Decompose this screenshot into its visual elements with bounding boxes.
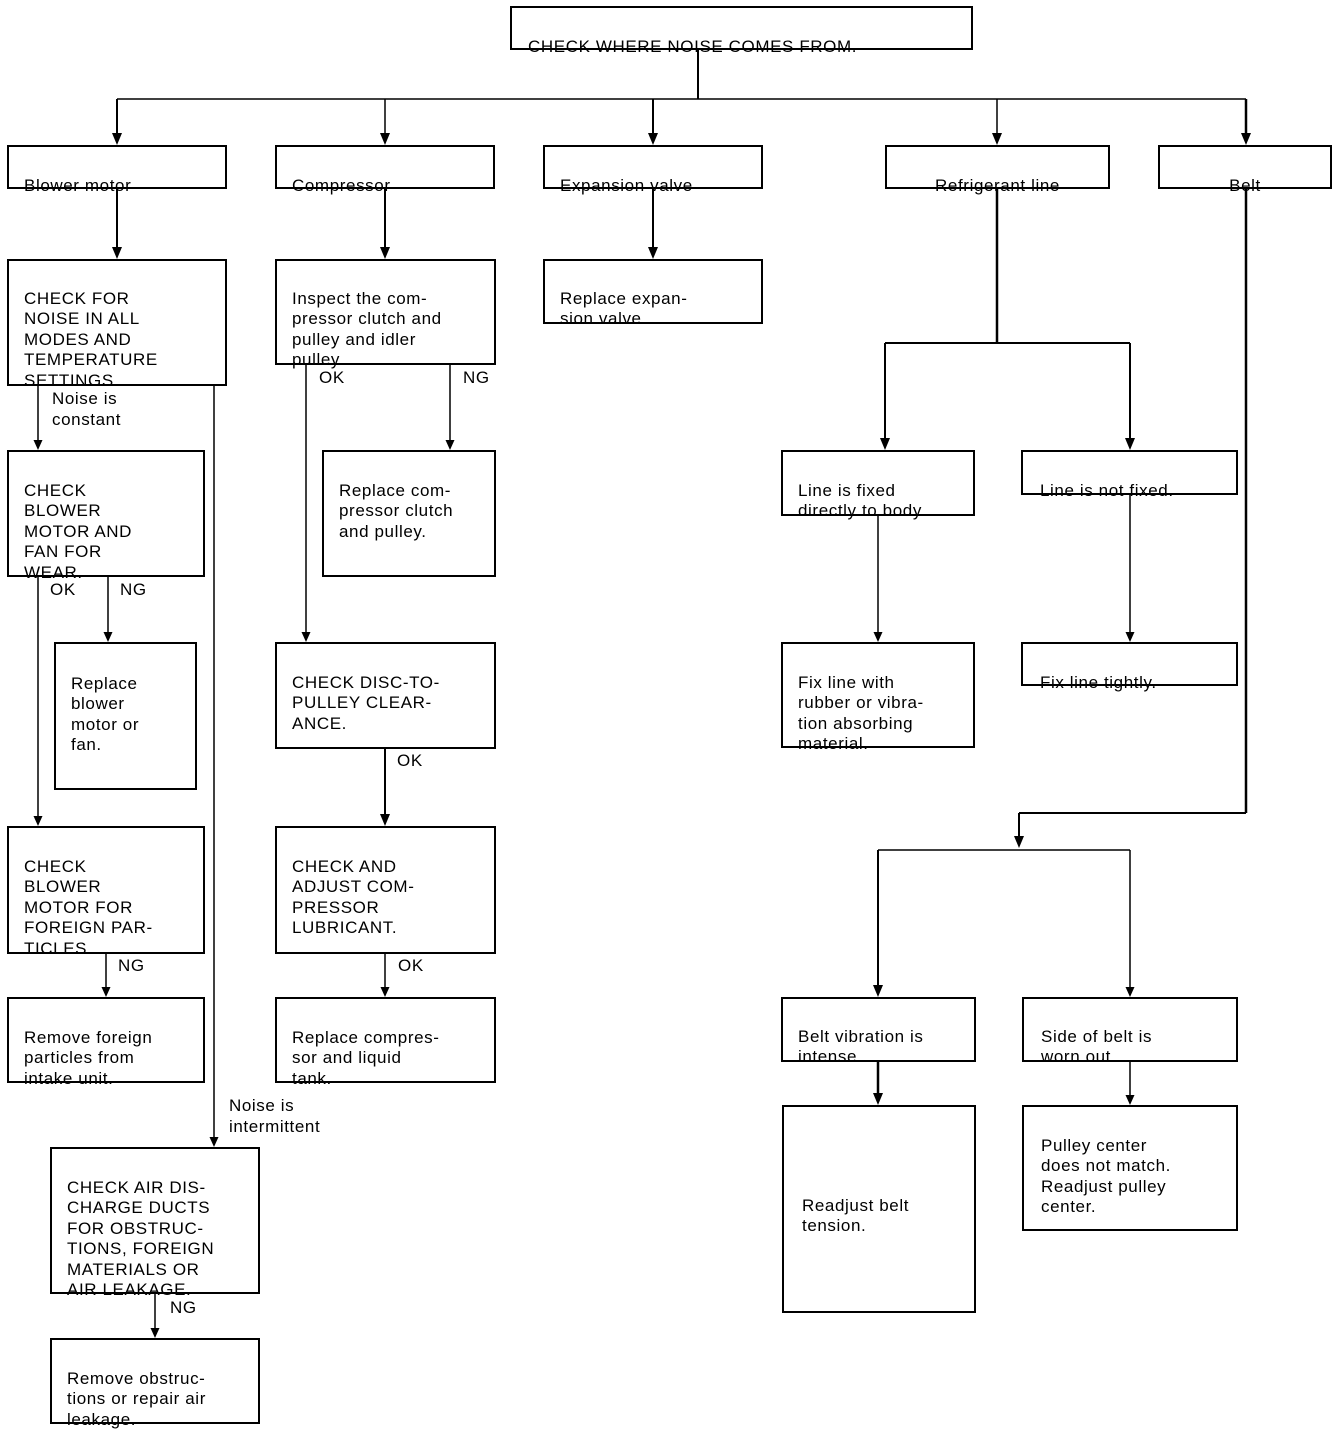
remove-obstructions-box: Remove obstruc- tions or repair air leak… — [50, 1338, 260, 1429]
fix-tightly-text: Fix line tightly. — [1040, 672, 1157, 692]
source-compressor: Compressor — [275, 145, 495, 195]
readjust-tension-box: Readjust belt tension. — [782, 1105, 976, 1313]
wear-ng-label: NG — [120, 580, 147, 599]
belt-worn-text: Side of belt is worn out. — [1041, 1026, 1153, 1067]
remove-particles-text: Remove foreign particles from intake uni… — [24, 1027, 153, 1088]
remove-particles-box: Remove foreign particles from intake uni… — [7, 997, 205, 1088]
fix-tightly-box: Fix line tightly. — [1021, 642, 1238, 692]
pulley-center-box: Pulley center does not match. Readjust p… — [1022, 1105, 1238, 1231]
arrowhead — [880, 438, 890, 450]
fix-rubber-text: Fix line with rubber or vibra- tion abso… — [798, 672, 924, 754]
inspect-clutch-text: Inspect the com- pressor clutch and pull… — [292, 288, 442, 370]
arrowhead — [1014, 836, 1024, 848]
arrowhead — [150, 1328, 160, 1338]
readjust-tension-text: Readjust belt tension. — [802, 1195, 910, 1236]
noise-intermittent-label: Noise is intermittent — [229, 1096, 321, 1136]
replace-motor-text: Replace blower motor or fan. — [71, 673, 140, 755]
arrowhead — [873, 985, 883, 997]
replace-clutch-box: Replace com- pressor clutch and pulley. — [322, 450, 496, 577]
replace-motor-box: Replace blower motor or fan. — [54, 642, 197, 790]
check-particles-box: CHECK BLOWER MOTOR FOR FOREIGN PAR- TICL… — [7, 826, 205, 958]
source-blower-motor: Blower motor — [7, 145, 227, 195]
arrowhead — [112, 133, 122, 145]
particles-ng-label: NG — [118, 956, 145, 975]
arrowhead — [380, 814, 390, 826]
line-fixed-box: Line is fixed directly to body. — [781, 450, 975, 520]
source-refrigerant-line: Refrigerant line — [885, 145, 1110, 195]
replace-valve-text: Replace expan- sion valve. — [560, 288, 688, 329]
arrowhead — [1125, 1095, 1135, 1105]
source-belt-label: Belt — [1229, 175, 1261, 195]
line-not-fixed-text: Line is not fixed. — [1040, 480, 1174, 500]
ducts-ng-label: NG — [170, 1298, 197, 1317]
arrowhead — [648, 133, 658, 145]
source-expansion-valve-label: Expansion valve — [560, 175, 693, 195]
check-clearance-box: CHECK DISC-TO- PULLEY CLEAR- ANCE. — [275, 642, 496, 749]
wear-ok-label: OK — [50, 580, 76, 599]
check-particles-text: CHECK BLOWER MOTOR FOR FOREIGN PAR- TICL… — [24, 856, 153, 958]
line-not-fixed-box: Line is not fixed. — [1021, 450, 1238, 500]
arrowhead — [873, 632, 883, 642]
title-box: CHECK WHERE NOISE COMES FROM. — [510, 6, 973, 56]
lubricant-ok-label: OK — [398, 956, 424, 975]
arrowhead — [112, 247, 122, 259]
arrowhead — [445, 440, 455, 450]
line-fixed-text: Line is fixed directly to body. — [798, 480, 926, 521]
check-lubricant-text: CHECK AND ADJUST COM- PRESSOR LUBRICANT. — [292, 856, 415, 938]
arrowhead — [1125, 987, 1135, 997]
belt-vibration-box: Belt vibration is intense. — [781, 997, 976, 1066]
arrowhead — [1125, 438, 1135, 450]
arrowhead — [301, 632, 311, 642]
check-lubricant-box: CHECK AND ADJUST COM- PRESSOR LUBRICANT. — [275, 826, 496, 954]
check-noise-box: CHECK FOR NOISE IN ALL MODES AND TEMPERA… — [7, 259, 227, 390]
belt-vibration-text: Belt vibration is intense. — [798, 1026, 924, 1067]
clearance-ok-label: OK — [397, 751, 423, 770]
belt-worn-box: Side of belt is worn out. — [1022, 997, 1238, 1066]
arrowhead — [873, 1093, 883, 1105]
source-belt: Belt — [1158, 145, 1332, 195]
replace-clutch-text: Replace com- pressor clutch and pulley. — [339, 480, 454, 541]
arrowhead — [33, 440, 43, 450]
inspect-ng-label: NG — [463, 368, 490, 387]
arrowhead — [103, 632, 113, 642]
arrowhead — [209, 1137, 219, 1147]
arrowhead — [380, 987, 390, 997]
source-blower-motor-label: Blower motor — [24, 175, 132, 195]
arrowhead — [648, 247, 658, 259]
inspect-ok-label: OK — [319, 368, 345, 387]
noise-constant-label: Noise is constant — [52, 389, 122, 429]
arrowhead — [1241, 133, 1251, 145]
check-wear-box: CHECK BLOWER MOTOR AND FAN FOR WEAR. — [7, 450, 205, 582]
arrowhead — [380, 133, 390, 145]
check-ducts-text: CHECK AIR DIS- CHARGE DUCTS FOR OBSTRUC-… — [67, 1177, 215, 1300]
pulley-center-text: Pulley center does not match. Readjust p… — [1041, 1135, 1171, 1217]
arrowhead — [1125, 632, 1135, 642]
replace-valve-box: Replace expan- sion valve. — [543, 259, 763, 328]
check-wear-text: CHECK BLOWER MOTOR AND FAN FOR WEAR. — [24, 480, 133, 582]
source-compressor-label: Compressor — [292, 175, 391, 195]
check-noise-text: CHECK FOR NOISE IN ALL MODES AND TEMPERA… — [24, 288, 158, 390]
fix-rubber-box: Fix line with rubber or vibra- tion abso… — [781, 642, 975, 753]
check-ducts-box: CHECK AIR DIS- CHARGE DUCTS FOR OBSTRUC-… — [50, 1147, 260, 1299]
check-clearance-text: CHECK DISC-TO- PULLEY CLEAR- ANCE. — [292, 672, 440, 733]
arrowhead — [992, 133, 1002, 145]
arrowhead — [380, 247, 390, 259]
source-expansion-valve: Expansion valve — [543, 145, 763, 195]
replace-compressor-text: Replace compres- sor and liquid tank. — [292, 1027, 440, 1088]
arrowhead — [33, 816, 43, 826]
inspect-clutch-box: Inspect the com- pressor clutch and pull… — [275, 259, 496, 369]
title-text: CHECK WHERE NOISE COMES FROM. — [528, 36, 858, 56]
arrowhead — [101, 987, 111, 997]
replace-compressor-box: Replace compres- sor and liquid tank. — [275, 997, 496, 1088]
remove-obstructions-text: Remove obstruc- tions or repair air leak… — [67, 1368, 206, 1429]
source-refrigerant-line-label: Refrigerant line — [935, 175, 1060, 195]
